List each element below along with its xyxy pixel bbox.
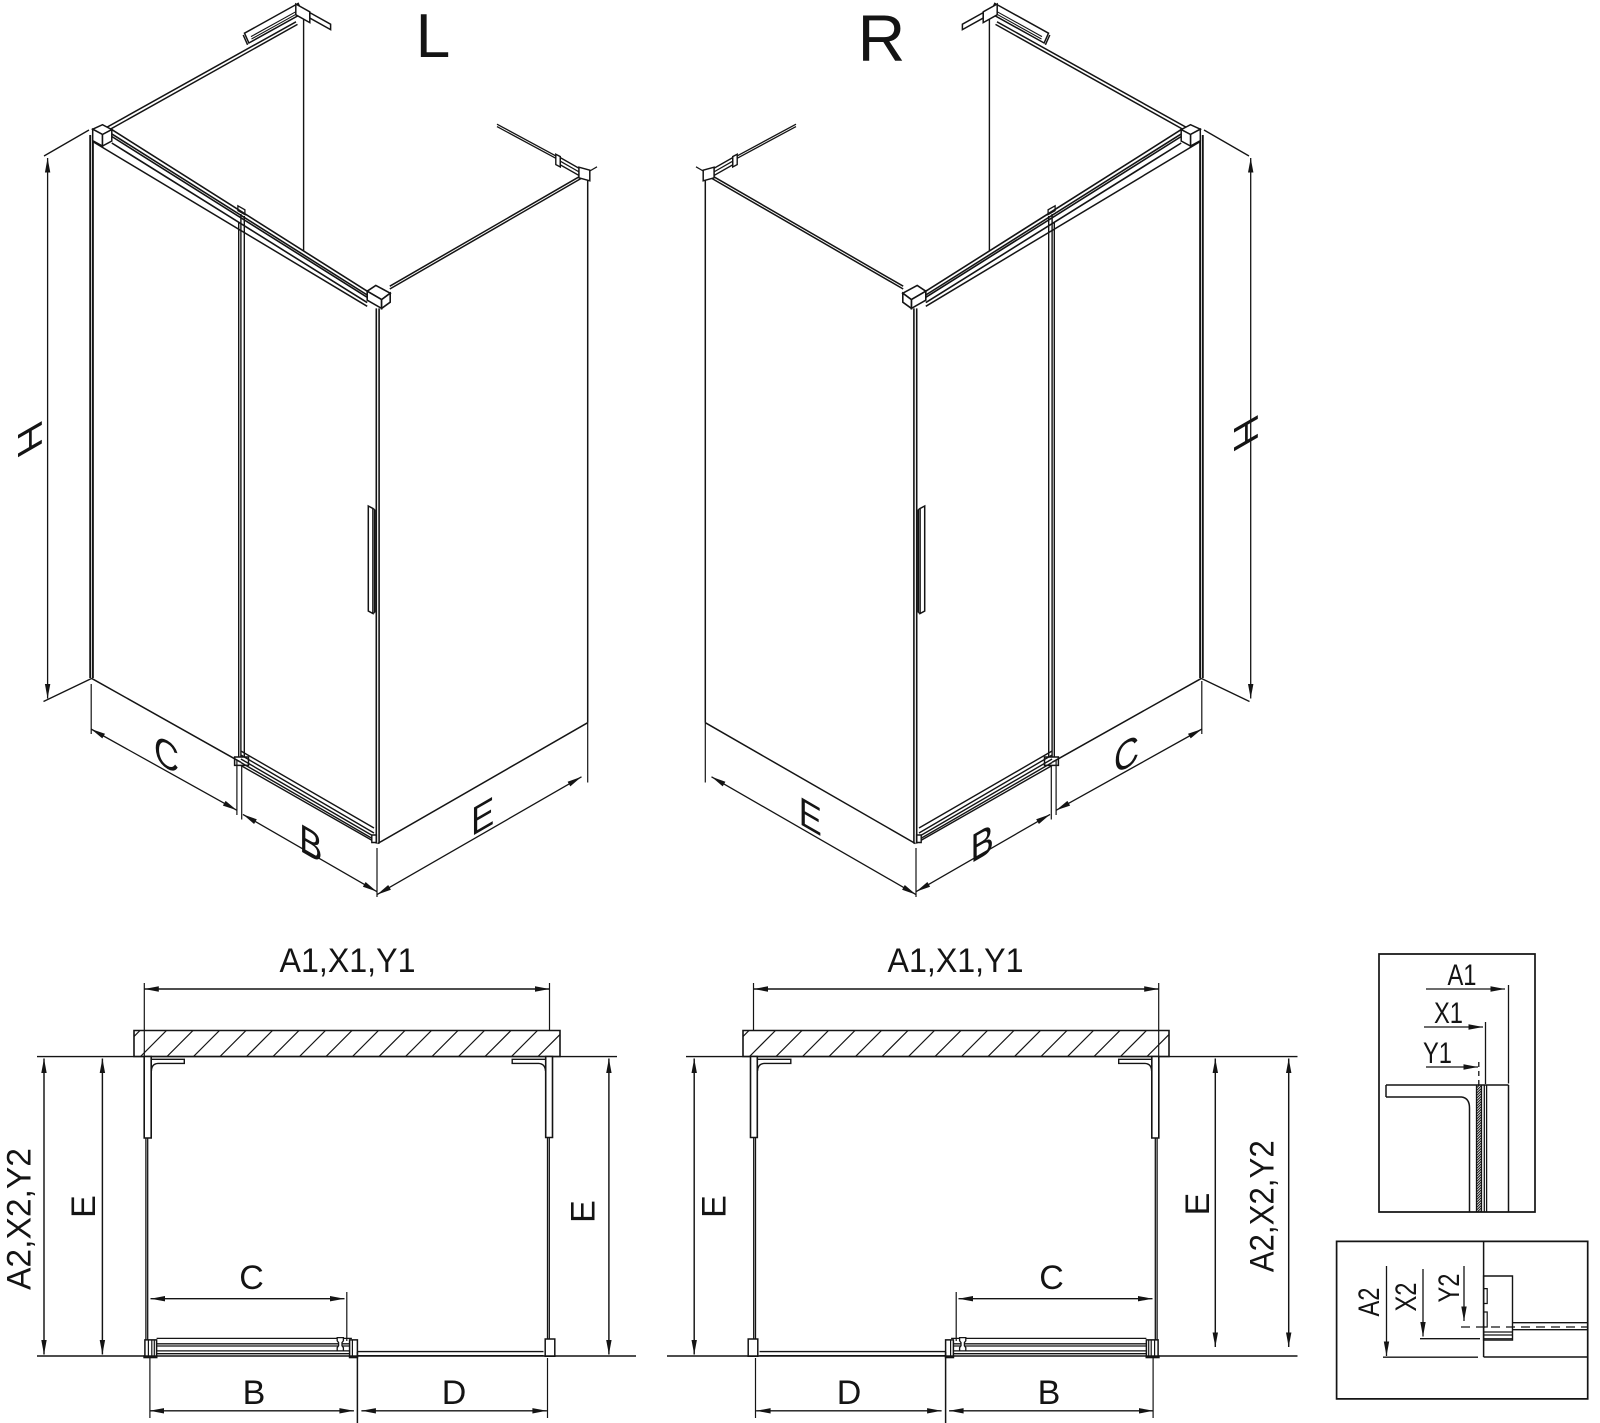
svg-text:B: B	[1038, 1374, 1061, 1412]
svg-text:Y2: Y2	[1433, 1274, 1466, 1303]
svg-text:B: B	[299, 815, 322, 872]
svg-text:C: C	[1039, 1259, 1064, 1297]
svg-text:C: C	[239, 1259, 264, 1297]
svg-text:E: E	[471, 788, 494, 845]
svg-text:E: E	[1179, 1193, 1217, 1216]
svg-text:D: D	[837, 1374, 862, 1412]
svg-text:E: E	[695, 1195, 733, 1218]
svg-text:D: D	[442, 1374, 467, 1412]
svg-text:E: E	[564, 1200, 602, 1223]
svg-text:E: E	[799, 788, 822, 845]
svg-text:R: R	[858, 1, 906, 75]
svg-text:X2: X2	[1390, 1283, 1423, 1312]
svg-text:Y1: Y1	[1423, 1037, 1452, 1070]
svg-text:A1,X1,Y1: A1,X1,Y1	[280, 942, 416, 980]
svg-text:L: L	[416, 2, 450, 71]
svg-text:A2,X2,Y2: A2,X2,Y2	[0, 1148, 38, 1290]
svg-text:X1: X1	[1434, 997, 1463, 1030]
svg-text:A2,X2,Y2: A2,X2,Y2	[1244, 1140, 1282, 1272]
svg-text:B: B	[971, 815, 994, 872]
svg-text:A2: A2	[1353, 1288, 1386, 1317]
svg-text:A1: A1	[1448, 959, 1477, 992]
svg-text:B: B	[243, 1374, 266, 1412]
svg-text:A1,X1,Y1: A1,X1,Y1	[888, 942, 1024, 980]
svg-text:E: E	[65, 1195, 103, 1218]
